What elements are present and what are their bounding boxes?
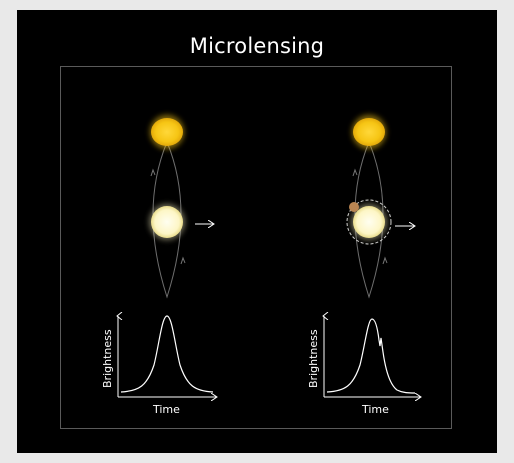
- left-ray-arrow-upper: [150, 168, 156, 177]
- figure-panel: Microlensing: [17, 10, 497, 453]
- right-light-curve-graph: Brightness Time: [307, 316, 421, 416]
- right-light-curve-with-planet-spike: [326, 318, 416, 394]
- left-ray-arrow-lower: [180, 256, 186, 265]
- diagram-canvas: Brightness Time Brightness Time: [101, 115, 497, 416]
- right-ray-arrow-lower: [382, 256, 388, 265]
- right-lensing-panel: Brightness Time: [307, 115, 421, 416]
- left-lens-star: [151, 206, 183, 238]
- left-xlabel: Time: [152, 403, 180, 416]
- right-ray-arrow-upper: [352, 168, 358, 177]
- planet: [349, 202, 359, 212]
- left-ylabel: Brightness: [101, 329, 114, 388]
- right-xlabel: Time: [361, 403, 389, 416]
- right-ylabel: Brightness: [307, 329, 320, 388]
- left-source-star: [151, 118, 183, 146]
- left-light-curve: [120, 315, 214, 393]
- planet-orbit: [346, 199, 392, 245]
- left-light-rays: [152, 140, 182, 299]
- right-light-rays: [354, 140, 384, 299]
- right-source-star: [353, 118, 385, 146]
- left-lensing-panel: Brightness Time: [101, 115, 217, 416]
- right-lens-star: [353, 206, 385, 238]
- figure-frame: [60, 66, 452, 429]
- left-light-curve-graph: Brightness Time: [101, 316, 217, 416]
- figure-title: Microlensing: [189, 34, 325, 58]
